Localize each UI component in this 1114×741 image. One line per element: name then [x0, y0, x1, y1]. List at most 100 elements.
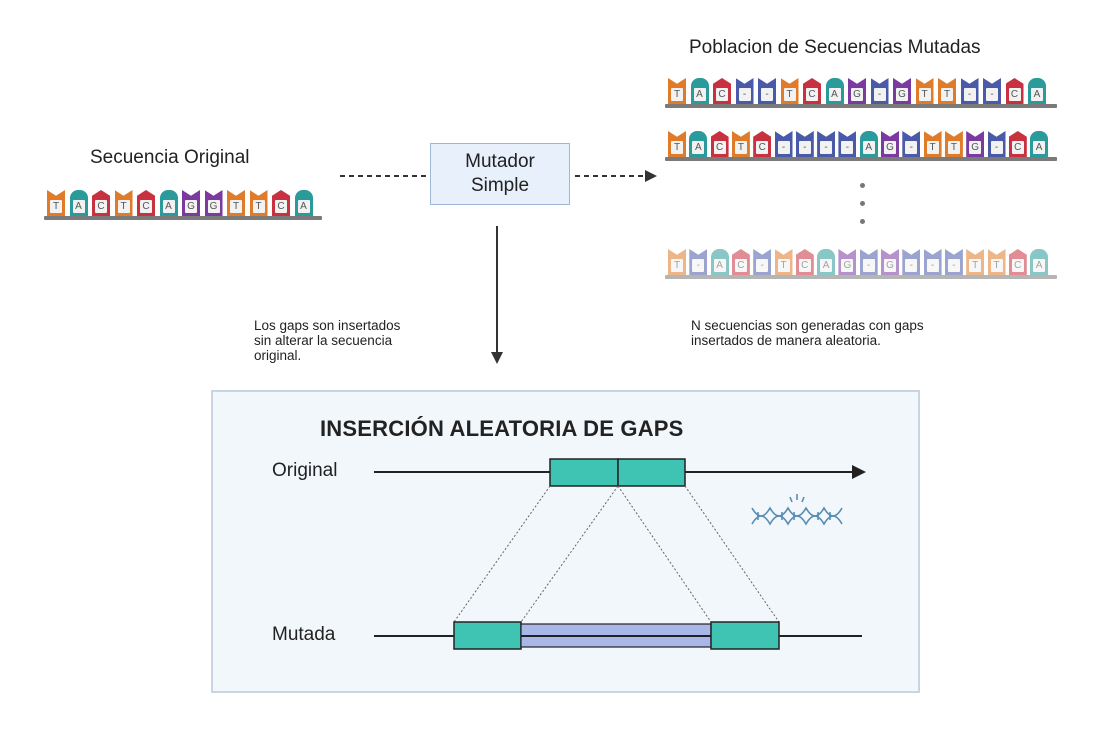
nucleotide-letter: T: [918, 88, 931, 101]
nucleotide-tile: -: [870, 78, 889, 104]
nucleotide-letter: C: [1008, 88, 1021, 101]
nucleotide-tile: T: [780, 78, 799, 104]
nucleotide-tile: -: [923, 249, 942, 275]
nucleotide-tile: A: [1028, 78, 1046, 104]
nucleotide-letter: G: [896, 88, 908, 101]
nucleotide-letter: A: [692, 141, 705, 154]
nucleotide-letter: -: [905, 259, 918, 272]
nucleotide-letter: A: [693, 88, 706, 101]
nucleotide-letter: T: [230, 200, 242, 213]
nucleotide-tile: -: [983, 78, 1001, 104]
nucleotide-letter: A: [828, 88, 841, 101]
nucleotide-tile: T: [668, 131, 686, 157]
nucleotide-letter: -: [756, 259, 769, 272]
nucleotide-tile: C: [803, 78, 821, 104]
nucleotide-tile: A: [69, 190, 88, 216]
nucleotide-tile: -: [758, 78, 776, 104]
nucleotide-letter: -: [963, 88, 976, 101]
nucleotide-letter: T: [734, 141, 747, 154]
nucleotide-letter: -: [738, 88, 751, 101]
nucleotide-tile: -: [817, 131, 836, 157]
nucleotide-tile: C: [713, 78, 731, 104]
nucleotide-letter: T: [783, 88, 796, 101]
nucleotide-tile: C: [137, 190, 155, 216]
nucleotide-tile: A: [1030, 131, 1049, 157]
nucleotide-letter: C: [734, 259, 747, 272]
nucleotide-tile: T: [944, 131, 963, 157]
nucleotide-tile: -: [689, 249, 708, 275]
nucleotide-tile: A: [159, 190, 178, 216]
nucleotide-letter: T: [252, 200, 265, 213]
projection-line: [684, 485, 780, 623]
nucleotide-tile: T: [966, 249, 985, 275]
nucleotide-letter: C: [798, 259, 811, 272]
nucleotide-tile: G: [881, 131, 899, 157]
nucleotide-letter: -: [692, 259, 705, 272]
nucleotide-letter: -: [986, 88, 998, 101]
nucleotide-tile: A: [690, 78, 709, 104]
nucleotide-letter: A: [820, 259, 833, 272]
nucleotide-letter: C: [806, 88, 818, 101]
nucleotide-tile: A: [825, 78, 844, 104]
nucleotide-tile: C: [1005, 78, 1024, 104]
nucleotide-letter: C: [140, 200, 152, 213]
note-right: N secuencias son generadas con gaps inse…: [691, 318, 924, 348]
nucleotide-tile: T: [47, 190, 65, 216]
nucleotide-tile: T: [227, 190, 245, 216]
panel-title: INSERCIÓN ALEATORIA DE GAPS: [320, 416, 684, 441]
nucleotide-tile: -: [838, 131, 857, 157]
original-title: Secuencia Original: [90, 147, 250, 168]
nucleotide-letter: T: [117, 200, 130, 213]
dna-helix-icon: [751, 494, 843, 526]
projection-line: [617, 485, 712, 623]
original-segment-1: [549, 458, 619, 487]
nucleotide-tile: C: [753, 131, 772, 157]
note-left: Los gaps son insertados sin alterar la s…: [254, 318, 401, 363]
nucleotide-letter: C: [756, 141, 769, 154]
nucleotide-letter: G: [884, 141, 896, 154]
nucleotide-tile: T: [668, 78, 686, 104]
nucleotide-letter: A: [713, 259, 726, 272]
nucleotide-tile: C: [710, 131, 729, 157]
nucleotide-letter: C: [716, 88, 728, 101]
ellipsis-dot: [860, 183, 865, 188]
nucleotide-tile: T: [923, 131, 942, 157]
nucleotide-letter: G: [185, 200, 197, 213]
nucleotide-tile: C: [272, 190, 290, 216]
nucleotide-tile: T: [938, 78, 956, 104]
nucleotide-tile: -: [774, 131, 793, 157]
nucleotide-tile: T: [915, 78, 934, 104]
mutator-label-line2: Simple: [470, 175, 530, 196]
nucleotide-tile: C: [1008, 249, 1027, 275]
nucleotide-tile: T: [731, 131, 750, 157]
nucleotide-letter: -: [926, 259, 939, 272]
nucleotide-letter: T: [50, 200, 62, 213]
nucleotide-letter: -: [798, 141, 811, 154]
nucleotide-letter: T: [671, 259, 683, 272]
population-title: Poblacion de Secuencias Mutadas: [689, 37, 981, 58]
nucleotide-letter: T: [671, 88, 683, 101]
nucleotide-tile: A: [294, 190, 313, 216]
mutada-segment-2: [710, 621, 780, 650]
nucleotide-letter: -: [862, 259, 875, 272]
nucleotide-tile: A: [1030, 249, 1049, 275]
nucleotide-tile: T: [668, 249, 686, 275]
nucleotide-letter: G: [851, 88, 863, 101]
ellipsis-dot: [860, 201, 865, 206]
nucleotide-tile: -: [902, 131, 921, 157]
mutada-segment-1: [453, 621, 522, 650]
nucleotide-letter: -: [990, 141, 1003, 154]
nucleotide-tile: T: [249, 190, 268, 216]
nucleotide-tile: C: [1008, 131, 1027, 157]
nucleotide-tile: -: [944, 249, 963, 275]
nucleotide-tile: G: [848, 78, 866, 104]
nucleotide-letter: -: [761, 88, 773, 101]
nucleotide-tile: -: [859, 249, 878, 275]
nucleotide-tile: -: [795, 131, 814, 157]
nucleotide-letter: A: [162, 200, 175, 213]
arrowhead-right: [645, 170, 657, 182]
nucleotide-tile: G: [182, 190, 200, 216]
nucleotide-tile: G: [966, 131, 985, 157]
